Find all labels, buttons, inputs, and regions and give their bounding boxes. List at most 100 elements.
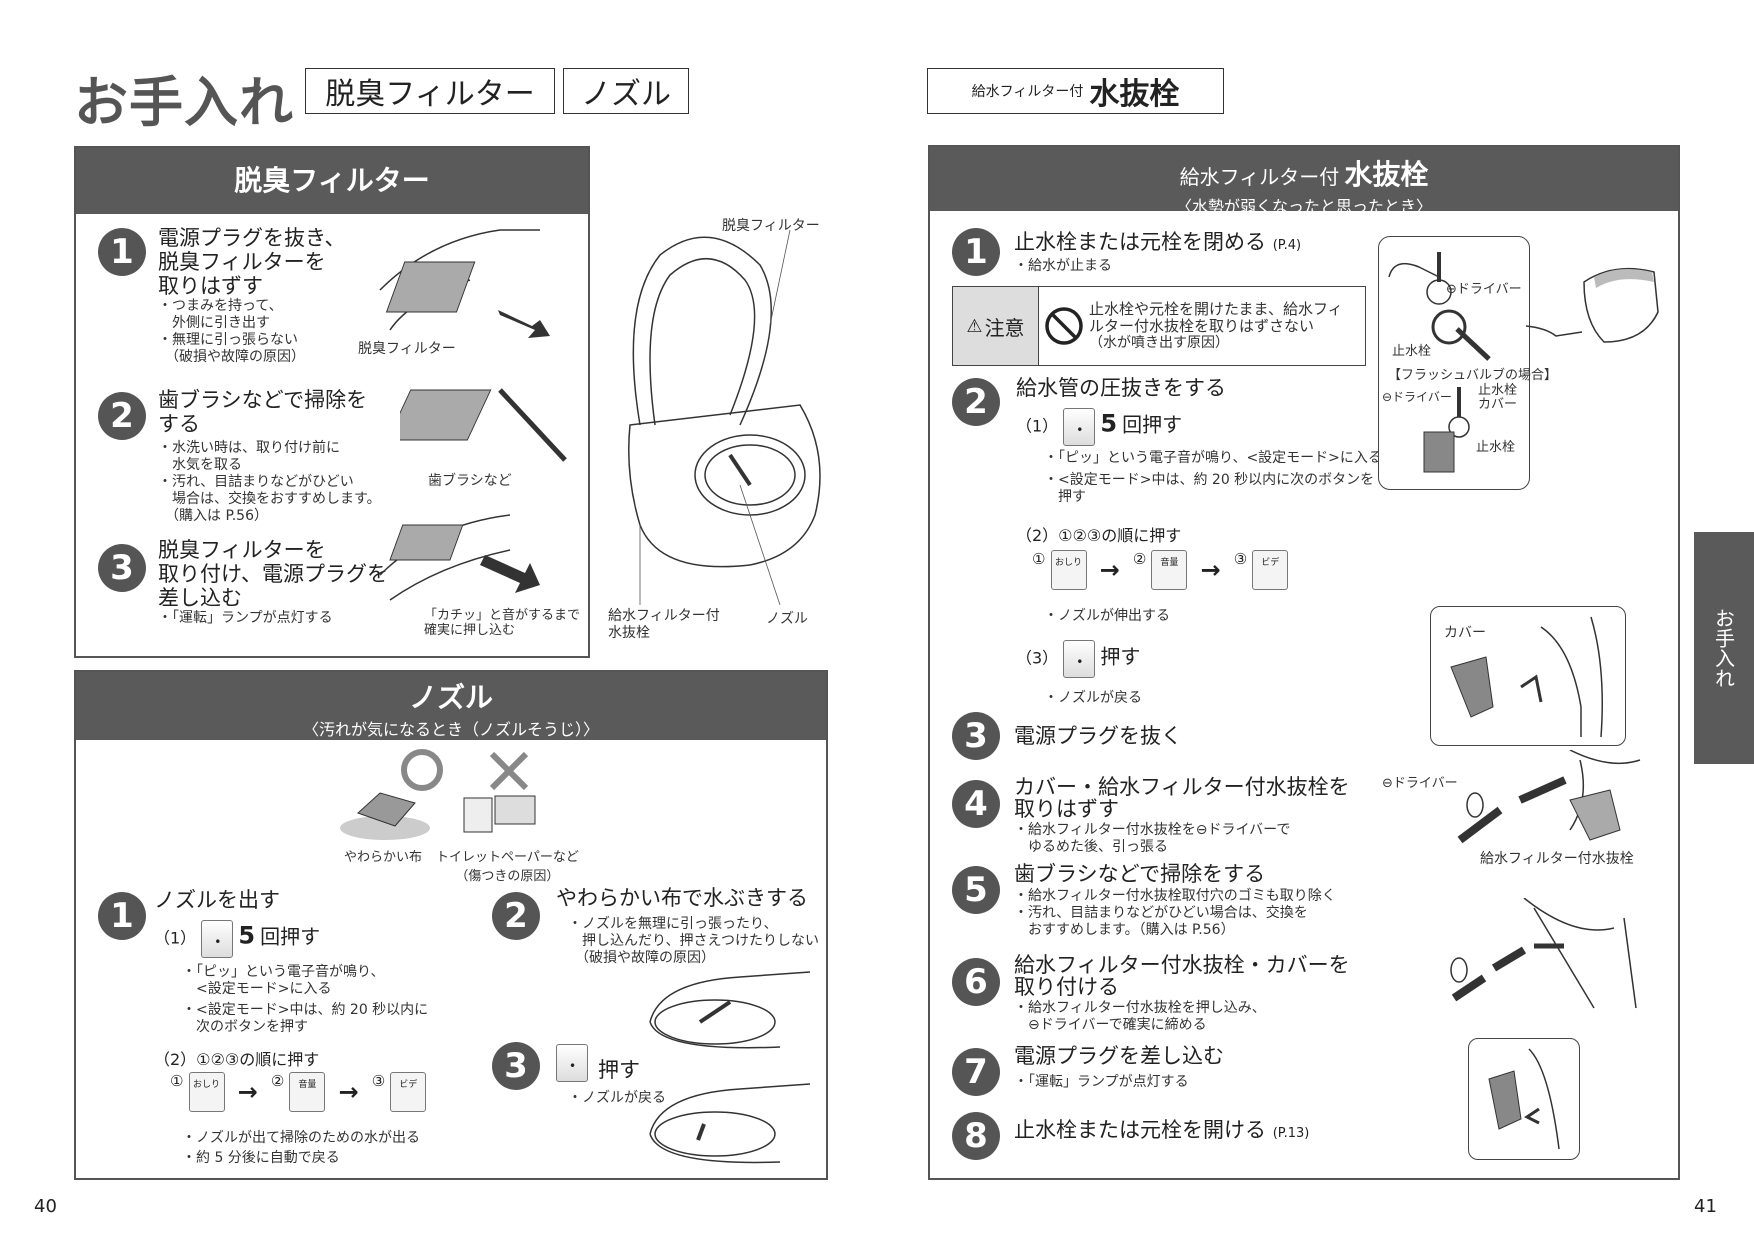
filter-step2-notes: ・水洗い時は、取り付け前に 水気を取る ・汚れ、目詰まりなどがひどい 場合は、交…: [158, 440, 381, 524]
step-number: 3: [98, 544, 146, 592]
nozzle-title: ノズル: [408, 681, 493, 714]
filter-insert-illustration: [379, 514, 540, 601]
step-number: 8: [952, 1112, 1000, 1160]
circle-num: ③: [371, 1072, 386, 1090]
toilet-label-valve: 給水フィルター付 水抜栓: [608, 608, 720, 641]
nozzle-step3-heading: 押す: [598, 1058, 640, 1082]
stop-button-key: [1063, 640, 1096, 678]
step-number: 4: [952, 780, 1000, 828]
caution-sub: （水が噴き出す原因）: [1089, 334, 1229, 351]
valve-step8-text: 止水栓または元栓を開ける: [1014, 1118, 1266, 1142]
nozzle-step3-notes: ・ノズルが戻る: [568, 1090, 666, 1106]
tag-nozzle: ノズル: [563, 68, 689, 114]
side-tab[interactable]: お手入れ: [1694, 532, 1754, 764]
valve-step6-heading: 給水フィルター付水抜栓・カバーを 取り付ける: [1014, 953, 1350, 999]
page-number-right: 41: [1694, 1196, 1717, 1217]
label-cover: カバー: [1444, 625, 1486, 641]
valve-install-illustration: [1450, 898, 1637, 1009]
cover-install-illustration: [1488, 1048, 1560, 1150]
insert-caption: 「カチッ」と音がするまで 確実に押し込む: [424, 608, 581, 638]
toilet-illustration: [628, 229, 821, 606]
prohibited-icon: [1045, 307, 1083, 345]
cover-figure: [1430, 606, 1626, 746]
page-number-left: 40: [34, 1196, 57, 1217]
circle-num: ②: [1132, 550, 1147, 568]
filter-caption: 脱臭フィルター: [358, 341, 456, 357]
valve-title-bar: 給水フィルター付 水抜栓 〈水勢が弱くなったと思ったとき〉: [930, 147, 1678, 216]
valve-step2-heading: 給水管の圧抜きをする: [1016, 376, 1226, 400]
filter-removal-illustration: [379, 229, 550, 338]
label-driver: ⊖ドライバー: [1446, 282, 1522, 297]
valve-removal-illustration: [1457, 750, 1641, 844]
arrow-icon: →: [1099, 556, 1120, 584]
tag-valve: 給水フィルター付 水抜栓: [927, 68, 1224, 114]
stop-button-key: [1063, 408, 1096, 446]
toothbrush-caption: 歯ブラシなど: [428, 473, 512, 489]
arrow-icon: →: [237, 1078, 258, 1106]
filter-step3-heading: 脱臭フィルターを 取り付け、電源プラグを 差し込む: [158, 538, 388, 610]
valve-step2-notes2: ・<設定モード>中は、約 20 秒以内に次のボタンを 押す: [1044, 472, 1375, 505]
filter-step1-notes: ・つまみを持って、 外側に引き出す ・無理に引っ張らない （破損や故障の原因）: [158, 298, 305, 365]
nozzle-step3-key: [556, 1044, 588, 1082]
push-label: 押す: [1100, 644, 1141, 669]
nozzle-subtitle: 〈汚れが気になるとき（ノズルそうじ）〉: [302, 720, 599, 739]
valve-step3-heading: 電源プラグを抜く: [1014, 724, 1182, 748]
arrow-icon: →: [338, 1078, 359, 1106]
caution-body: 止水栓や元栓を開けたまま、給水フィ ルター付水抜栓を取りはずさない （水が噴き出…: [1039, 287, 1347, 365]
filter-step3-notes: ・「運転」ランプが点灯する: [158, 610, 333, 626]
nozzle-step1-sub2: （2）①②③の順に押す: [154, 1050, 320, 1069]
page-ref: (P.13): [1272, 1126, 1310, 1141]
stop-valve-figure: [1378, 236, 1530, 490]
label-stop2: 止水栓: [1476, 440, 1516, 455]
step-number: 6: [952, 958, 1000, 1006]
step-number: 2: [98, 392, 146, 440]
press-label: 回押す: [260, 924, 321, 949]
label-driver3: ⊖ドライバー: [1382, 776, 1458, 791]
tag-valve-big: 水抜栓: [1089, 77, 1180, 112]
valve-step1-notes: ・給水が止まる: [1014, 258, 1112, 274]
step-number: 1: [98, 892, 146, 940]
sub-label: （1）: [1016, 416, 1059, 436]
valve-step1-text: 止水栓または元栓を閉める: [1014, 230, 1266, 254]
pipe-illustration: [1526, 325, 1583, 337]
valve-step7-heading: 電源プラグを差し込む: [1014, 1044, 1224, 1068]
step-number: 3: [492, 1042, 540, 1090]
nozzle-step1-notes2: ・<設定モード>中は、約 20 秒以内に 次のボタンを押す: [182, 1002, 429, 1035]
valve-step7-notes: ・「運転」ランプが点灯する: [1014, 1074, 1189, 1090]
page-heading: お手入れ: [74, 71, 294, 134]
valve-title: 給水フィルター付 水抜栓: [930, 153, 1678, 193]
bidet-key: ビデ: [1252, 550, 1289, 590]
caution-text: 止水栓や元栓を開けたまま、給水フィ ルター付水抜栓を取りはずさない: [1089, 299, 1343, 335]
oshiri-key: おしり: [188, 1072, 225, 1112]
nozzle-wipe-illustration: [649, 971, 811, 1049]
label-flush: 【フラッシュバルブの場合】: [1388, 368, 1558, 383]
circle-num: ②: [270, 1072, 285, 1090]
ok-label: やわらかい布: [344, 850, 423, 865]
circle-num: ①: [170, 1072, 184, 1090]
cloth-vs-paper-illustration: [340, 749, 536, 840]
tag-filter: 脱臭フィルター: [305, 68, 555, 114]
valve-title-big: 水抜栓: [1344, 158, 1429, 191]
step-number: 2: [492, 892, 540, 940]
bidet-key: ビデ: [390, 1072, 427, 1112]
toothbrush-illustration: [400, 388, 567, 462]
valve-step2-line1: （1） 5 回押す: [1016, 408, 1182, 446]
valve-step2-notes1: ・「ピッ」という電子音が鳴り、<設定モード>に入る: [1044, 450, 1382, 466]
warning-icon: ⚠: [966, 315, 983, 337]
stop-valve-illustration: [1388, 252, 1491, 473]
label-stop-cover: 止水栓 カバー: [1478, 383, 1518, 412]
filter-step1-heading: 電源プラグを抜き、 脱臭フィルターを 取りはずす: [158, 226, 346, 298]
label-stop: 止水栓: [1392, 344, 1432, 359]
step-number: 5: [952, 866, 1000, 914]
ng-label: トイレットペーパーなど （傷つきの原因）: [436, 850, 579, 884]
volume-key: 音量: [1151, 550, 1188, 590]
cover-install-figure: [1468, 1038, 1580, 1160]
nozzle-step1-notes3: ・ノズルが出て掃除のための水が出る ・約 5 分後に自動で戻る: [182, 1130, 420, 1166]
nozzle-step1-line1: （1） 5 回押す: [154, 920, 320, 958]
press-count: 5: [238, 921, 256, 950]
caution-label: 注意: [984, 315, 1025, 340]
sub-label: （3）: [1016, 648, 1059, 668]
label-driver2: ⊖ドライバー: [1382, 390, 1452, 404]
cover-illustration: [1450, 616, 1603, 738]
volume-key: 音量: [289, 1072, 326, 1112]
